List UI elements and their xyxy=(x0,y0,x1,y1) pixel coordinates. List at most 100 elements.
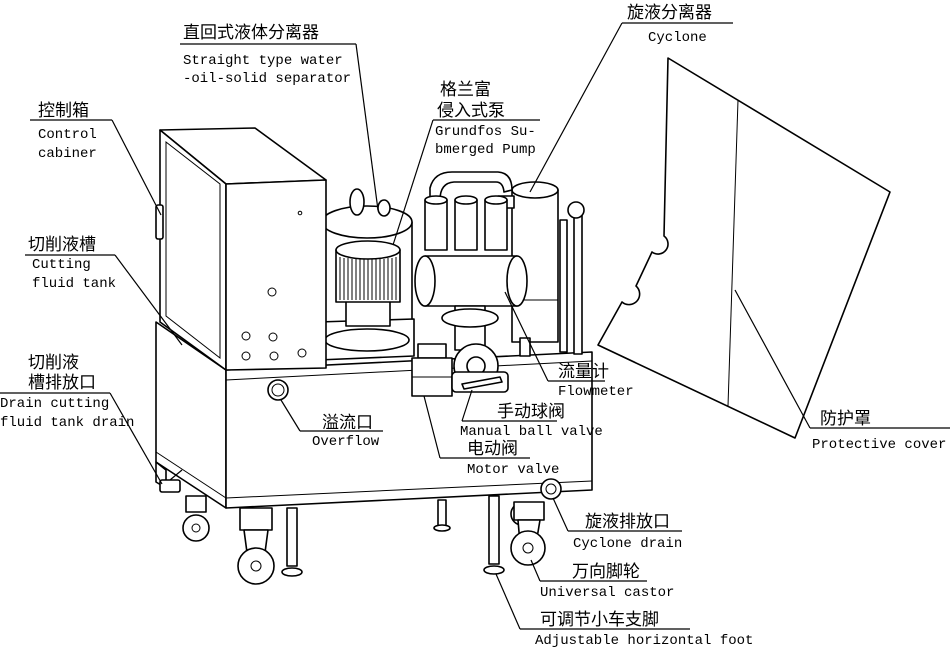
label-overflow-en: Overflow xyxy=(312,434,380,450)
tank-drain-handle xyxy=(169,469,183,481)
valve-block-2-cap xyxy=(454,195,478,205)
label-pump-leader xyxy=(392,119,434,246)
valve-block-2 xyxy=(454,199,478,251)
label-manual-ball-valve: 手动球阀 Manual ball valve xyxy=(460,389,603,440)
castor-left-rear xyxy=(182,495,210,542)
label-cyclone-drain-en: Cyclone drain xyxy=(573,536,682,552)
motor-base xyxy=(324,328,410,352)
protective-cover-fold xyxy=(727,99,739,407)
castor-left-front xyxy=(237,507,275,585)
label-pump-zh-line2: 侵入式泵 xyxy=(437,101,505,121)
label-control-cabinet-en-line1: Control xyxy=(38,127,97,143)
label-manual-ball-valve-leader xyxy=(461,389,473,422)
cabinet-screw xyxy=(241,331,251,341)
overflow-port-inner xyxy=(271,383,285,397)
label-flowmeter-en: Flowmeter xyxy=(558,384,634,400)
label-cyclone-drain-leader xyxy=(552,497,569,532)
cabinet-screw xyxy=(297,348,307,358)
label-cyclone-drain: 旋液排放口 Cyclone drain xyxy=(552,497,682,552)
cabinet-screw xyxy=(267,287,277,297)
ball-valve-handle xyxy=(461,376,503,390)
motor-valve xyxy=(411,343,453,397)
label-separator-zh: 直回式液体分离器 xyxy=(183,23,319,43)
tank-drain-valve xyxy=(159,479,181,493)
label-pump-en-line1: Grundfos Su- xyxy=(435,124,536,140)
control-cabinet-door xyxy=(165,140,221,360)
label-separator-en-line1: Straight type water xyxy=(183,53,343,69)
label-pump-en-line2: bmerged Pump xyxy=(435,142,536,158)
flowmeter xyxy=(414,255,528,307)
cabinet-screw xyxy=(268,332,278,342)
return-pipe-fitting xyxy=(567,201,585,219)
label-tank-drain-en-line1: Drain cutting xyxy=(0,396,109,412)
label-motor-valve-zh: 电动阀 xyxy=(467,439,518,459)
tank-outlet-pipe xyxy=(519,337,531,357)
label-tank-drain: 切削液 槽排放口 Drain cutting fluid tank drain xyxy=(0,353,163,485)
label-pump-zh-line1: 格兰富 xyxy=(440,80,491,100)
label-separator-leader xyxy=(355,43,379,211)
cabinet-indicator-dot xyxy=(297,210,303,216)
label-cutting-fluid-tank-en-line2: fluid tank xyxy=(32,276,116,292)
protective-cover xyxy=(597,57,891,439)
tank-side-base-line xyxy=(155,451,227,499)
label-protective-cover-zh: 防护罩 xyxy=(820,409,871,429)
label-separator-en-line2: -oil-solid separator xyxy=(183,71,351,87)
separator-lid-clamp xyxy=(377,199,391,217)
submerged-pump-motor xyxy=(324,240,410,352)
adjustable-foot-left-pad xyxy=(281,567,303,577)
castor-left-front-bracket xyxy=(239,507,273,531)
control-cabinet-handle xyxy=(155,204,164,240)
label-tank-drain-leader xyxy=(109,392,163,485)
cyclone-drain-port-inner xyxy=(545,483,557,495)
label-castor-en: Universal castor xyxy=(540,585,674,601)
tank-rim-line xyxy=(225,360,593,381)
label-flowmeter: 流量计 Flowmeter xyxy=(504,291,634,400)
label-cyclone-zh: 旋液分离器 xyxy=(627,3,712,23)
label-castor-leader xyxy=(530,559,541,582)
label-cyclone: 旋液分离器 Cyclone xyxy=(529,3,733,193)
separator-lid-knob xyxy=(349,188,365,216)
label-cyclone-leader xyxy=(529,22,623,193)
label-tank-drain-zh-line1: 切削液 xyxy=(28,353,79,373)
label-overflow-zh: 溢流口 xyxy=(322,413,373,433)
label-cutting-fluid-tank-en-line1: Cutting xyxy=(32,257,91,273)
motor-valve-actuator xyxy=(417,343,447,359)
castor-right-front-bracket xyxy=(513,501,545,521)
label-motor-valve: 电动阀 Motor valve xyxy=(423,395,559,478)
label-castor-zh: 万向脚轮 xyxy=(572,562,640,582)
separator-lid xyxy=(321,205,413,239)
label-manual-ball-valve-zh: 手动球阀 xyxy=(497,402,565,422)
label-separator: 直回式液体分离器 Straight type water -oil-solid … xyxy=(180,23,379,211)
label-cutting-fluid-tank: 切削液槽 Cutting fluid tank xyxy=(25,235,183,346)
label-cyclone-drain-zh: 旋液排放口 xyxy=(585,512,670,532)
label-foot-en: Adjustable horizontal foot xyxy=(535,633,753,649)
flowmeter-body xyxy=(424,255,518,307)
control-cabinet-front xyxy=(225,179,327,371)
label-motor-valve-leader xyxy=(423,395,441,459)
label-tank-drain-en-line2: fluid tank drain xyxy=(0,415,134,431)
label-protective-cover: 防护罩 Protective cover xyxy=(734,289,950,453)
label-castor: 万向脚轮 Universal castor xyxy=(530,559,674,601)
flowmeter-end-right xyxy=(506,255,528,307)
adjustable-foot-right-pad xyxy=(483,565,505,575)
cyclone-top xyxy=(511,181,559,199)
castor-right-front-hub xyxy=(522,542,534,554)
castor-left-rear-bracket xyxy=(185,495,207,513)
label-protective-cover-en: Protective cover xyxy=(812,437,946,453)
label-overflow: 溢流口 Overflow xyxy=(280,399,383,450)
manual-ball-valve xyxy=(451,371,509,393)
label-pump: 格兰富 侵入式泵 Grundfos Su- bmerged Pump xyxy=(392,80,540,246)
label-cutting-fluid-tank-zh: 切削液槽 xyxy=(28,235,96,255)
label-tank-drain-zh-line2: 槽排放口 xyxy=(28,373,96,393)
label-control-cabinet: 控制箱 Control cabiner xyxy=(30,101,162,216)
label-cutting-fluid-tank-leader xyxy=(114,254,183,346)
motor-cooling-fins xyxy=(339,257,397,300)
label-foot-zh: 可调节小车支脚 xyxy=(540,610,659,630)
label-protective-cover-leader xyxy=(734,289,811,429)
motor-neck xyxy=(345,299,391,327)
label-manual-ball-valve-en: Manual ball valve xyxy=(460,424,603,440)
pump-flange xyxy=(441,308,499,328)
pump-head-assembly xyxy=(424,171,513,251)
label-foot-leader xyxy=(495,573,521,630)
